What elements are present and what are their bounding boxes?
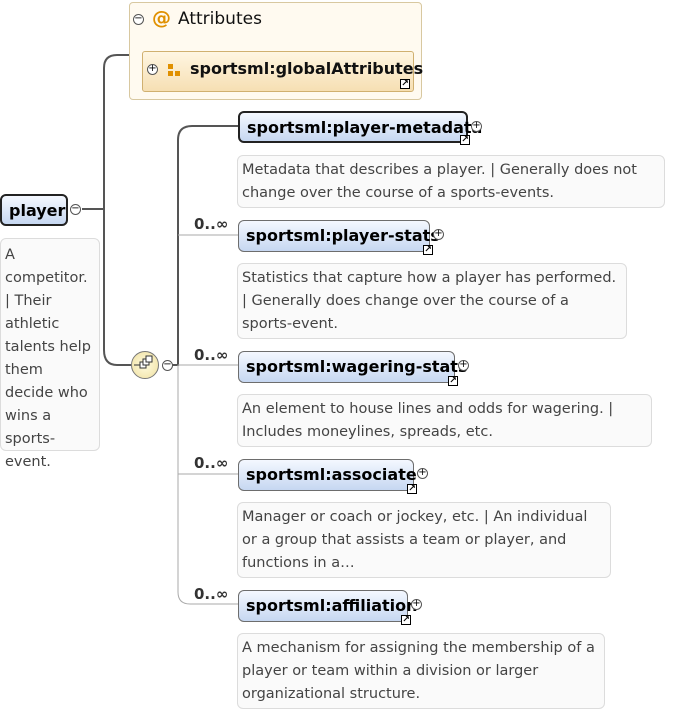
attribute-group-globalAttributes[interactable]: [142, 51, 414, 92]
element-documentation: A mechanism for assigning the membership…: [237, 633, 605, 709]
collapse-icon[interactable]: −: [162, 359, 173, 371]
element-affiliation[interactable]: sportsml:affiliation ↗: [238, 590, 418, 625]
expand-icon[interactable]: +: [147, 63, 158, 75]
attributes-connector: [103, 54, 129, 209]
sequence-compositor-icon[interactable]: [131, 351, 159, 379]
element-label: sportsml:affiliation: [246, 596, 418, 615]
occurrence-label: 0..∞: [194, 215, 229, 233]
element-associate[interactable]: sportsml:associate ↗: [238, 459, 417, 494]
reference-arrow-icon[interactable]: ↗: [423, 245, 433, 255]
element-player-metadata[interactable]: sportsml:player-metadata ↗: [238, 111, 482, 145]
element-wagering-stats[interactable]: sportsml:wagering-stats ↗: [238, 351, 467, 386]
element-documentation: An element to house lines and odds for w…: [237, 394, 652, 447]
element-label: sportsml:player-metadata: [247, 118, 483, 137]
reference-arrow-icon[interactable]: ↗: [448, 376, 458, 386]
reference-arrow-icon[interactable]: ↗: [460, 135, 470, 145]
element-documentation: Manager or coach or jockey, etc. | An in…: [237, 502, 611, 578]
root-element-label: player: [9, 201, 66, 220]
reference-arrow-icon[interactable]: ↗: [401, 615, 411, 625]
sequence-connector: [103, 209, 131, 366]
occurrence-label: 0..∞: [194, 585, 229, 603]
reference-arrow-icon[interactable]: ↗: [407, 484, 417, 494]
affiliation-connector: [177, 365, 238, 605]
expand-icon[interactable]: +: [471, 120, 482, 132]
element-label: sportsml:associate: [246, 465, 417, 484]
expand-icon[interactable]: +: [458, 359, 469, 371]
element-label: sportsml:player-stats: [246, 226, 440, 245]
element-documentation: Metadata that describes a player. | Gene…: [237, 155, 665, 208]
element-label: sportsml:wagering-stats: [246, 357, 468, 376]
reference-arrow-icon[interactable]: ↗: [400, 79, 410, 89]
root-documentation: A competitor. | Their athletic talents h…: [0, 238, 100, 470]
expand-icon[interactable]: +: [417, 467, 428, 479]
collapse-icon[interactable]: −: [70, 203, 81, 215]
attribute-group-label: sportsml:globalAttributes: [190, 59, 424, 78]
occurrence-label: 0..∞: [194, 454, 229, 472]
expand-icon[interactable]: +: [411, 598, 422, 610]
occurrence-label: 0..∞: [194, 346, 229, 364]
element-documentation: Statistics that capture how a player has…: [237, 263, 627, 339]
root-element-player[interactable]: player: [0, 194, 68, 226]
collapse-icon[interactable]: −: [133, 13, 144, 25]
player-metadata-connector: [166, 125, 238, 366]
attribute-group-icon: [168, 64, 180, 76]
element-player-stats[interactable]: sportsml:player-stats ↗: [238, 220, 440, 255]
expand-icon[interactable]: +: [433, 228, 444, 240]
attributes-title: Attributes: [178, 9, 262, 29]
attribute-at-icon: @: [152, 7, 171, 29]
